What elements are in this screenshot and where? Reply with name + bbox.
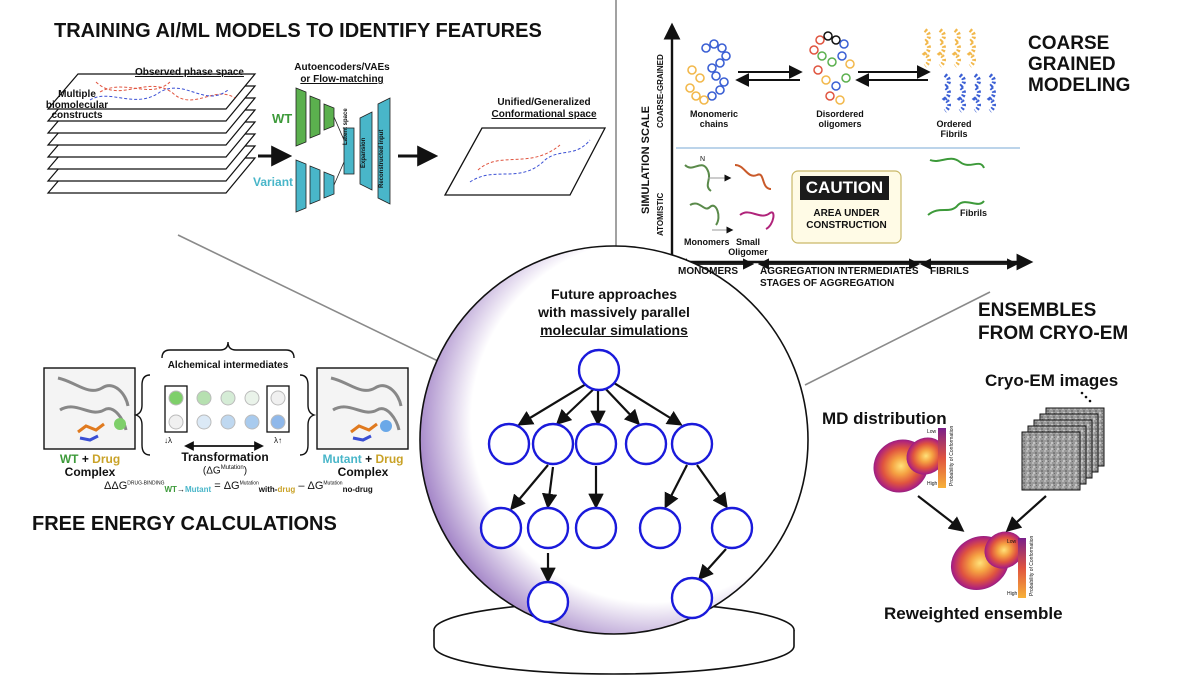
alchemical-brace	[161, 341, 295, 359]
lambda-up-label: λ↑	[274, 436, 282, 445]
transformation-dg: (ΔGMutation)	[202, 465, 248, 477]
graph-tree-icon	[479, 348, 754, 624]
observed-phase-space-label: Observed phase space	[135, 67, 244, 78]
wt-label: WT	[272, 111, 293, 126]
stage-fibrils: FIBRILS	[930, 266, 969, 277]
endpoint-boxes	[164, 385, 290, 433]
disordered-oligomers-label-1: Disordered	[816, 109, 864, 119]
reconstructed-input-label: Reconstructed input	[379, 129, 385, 188]
construction-label: CONSTRUCTION	[806, 220, 887, 231]
stage-monomers: MONOMERS	[678, 266, 738, 277]
wt-complex-label: Complex	[64, 465, 116, 479]
stack-dots	[1080, 391, 1092, 403]
models-label-1: Autoencoders/VAEs	[294, 62, 390, 73]
micrograph-stack-icon	[1021, 407, 1105, 491]
ribbon-arrows	[708, 174, 734, 234]
polymer-chain-icon	[685, 39, 731, 105]
monomeric-chains-label-1: Monomeric	[689, 109, 738, 119]
monomeric-chains-label-2: chains	[699, 119, 729, 129]
small-oligomer-label-2: Oligomer	[728, 247, 768, 257]
md-low-label: Low	[927, 429, 937, 435]
rw-probability-label: Probability of Conformation	[1029, 535, 1035, 596]
divider-lines	[177, 0, 991, 386]
merge-arrows	[917, 495, 1047, 533]
mutant-complex-panel	[316, 367, 409, 450]
rw-low-label: Low	[1007, 539, 1017, 545]
md-probability-label: Probability of Conformation	[949, 425, 955, 486]
md-high-label: High	[927, 481, 938, 487]
lambda-down-label: ↓λ	[164, 436, 172, 445]
ligand-icon	[77, 418, 392, 442]
center-line-2: with massively parallel	[538, 304, 690, 320]
protein-ribbon-icon	[684, 157, 985, 230]
monomers-small-label: Monomers	[684, 237, 730, 247]
caution-banner	[800, 176, 889, 200]
cryo-images-label: Cryo-EM images	[985, 371, 1119, 390]
n-terminus-label: N	[700, 156, 706, 163]
variant-label: Variant	[253, 175, 294, 189]
rw-high-label: High	[1007, 591, 1018, 597]
alchemical-label: Alchemical intermediates	[167, 360, 289, 371]
cg-title-3: MODELING	[1028, 75, 1131, 96]
center-line-1: Future approaches	[550, 286, 678, 302]
caution-label: CAUTION	[805, 178, 884, 197]
coarse-grained-axis: COARSE-GRAINED	[656, 54, 665, 128]
stage-intermediates: AGGREGATION INTERMEDIATES	[760, 266, 919, 277]
wt-complex-panel	[43, 367, 136, 450]
unified-label-2: Conformational space	[491, 109, 597, 120]
cg-axes	[663, 22, 1034, 271]
trajectory-curves	[89, 81, 236, 101]
small-oligomer-label-1: Small	[735, 237, 760, 247]
models-label-2: or Flow-matching	[300, 74, 384, 85]
reweighted-ensemble-label: Reweighted ensemble	[884, 604, 1063, 623]
stages-of-aggregation-axis: STAGES OF AGGREGATION	[760, 278, 895, 289]
ordered-fibrils-label-2: Fibrils	[940, 129, 968, 139]
alchemical-states	[168, 390, 286, 430]
expansion-label: Expansion	[361, 137, 367, 168]
unified-plane	[443, 127, 607, 196]
md-distribution-label: MD distribution	[822, 409, 947, 428]
atomistic-axis: ATOMISTIC	[656, 192, 665, 236]
mutant-drug-label: Mutant + Drug	[322, 452, 404, 466]
cg-title-1: COARSE	[1028, 33, 1110, 54]
fe-title: FREE ENERGY CALCULATIONS	[32, 513, 337, 535]
mutant-complex-label: Complex	[337, 465, 389, 479]
density-blob-icon	[873, 428, 1026, 598]
ordered-fibrils-label-1: Ordered	[936, 119, 972, 129]
multiple-constructs-label: Multiple biomolecular constructs	[45, 89, 109, 121]
neural-network-icon	[295, 87, 391, 213]
transformation-label: Transformation	[181, 450, 269, 464]
area-under-label: AREA UNDER	[813, 208, 880, 219]
unified-label-1: Unified/Generalized	[497, 97, 591, 108]
wt-drug-label: WT + Drug	[59, 452, 121, 466]
equilibrium-arrow	[735, 65, 931, 87]
ml-title: TRAINING AI/ML MODELS TO IDENTIFY FEATUR…	[54, 20, 542, 42]
layer-stack-icon	[46, 73, 257, 194]
fibrils-small-label: Fibrils	[960, 208, 988, 218]
center-line-3: molecular simulations	[540, 322, 688, 338]
cryo-title-1: ENSEMBLES	[978, 300, 1097, 321]
simulation-scale-axis: SIMULATION SCALE	[640, 106, 652, 214]
latent-space-label: Latent space	[343, 108, 349, 145]
disordered-oligomers-label-2: oligomers	[818, 119, 862, 129]
oligomer-cluster	[809, 31, 855, 105]
ddg-equation: ΔΔGDRUG-BINDINGWT→Mutant = ΔGMutationwit…	[104, 480, 373, 495]
cryo-title-2: FROM CRYO-EM	[978, 323, 1129, 344]
fibril-icon	[921, 28, 996, 113]
cg-title-2: GRAINED	[1028, 54, 1116, 75]
